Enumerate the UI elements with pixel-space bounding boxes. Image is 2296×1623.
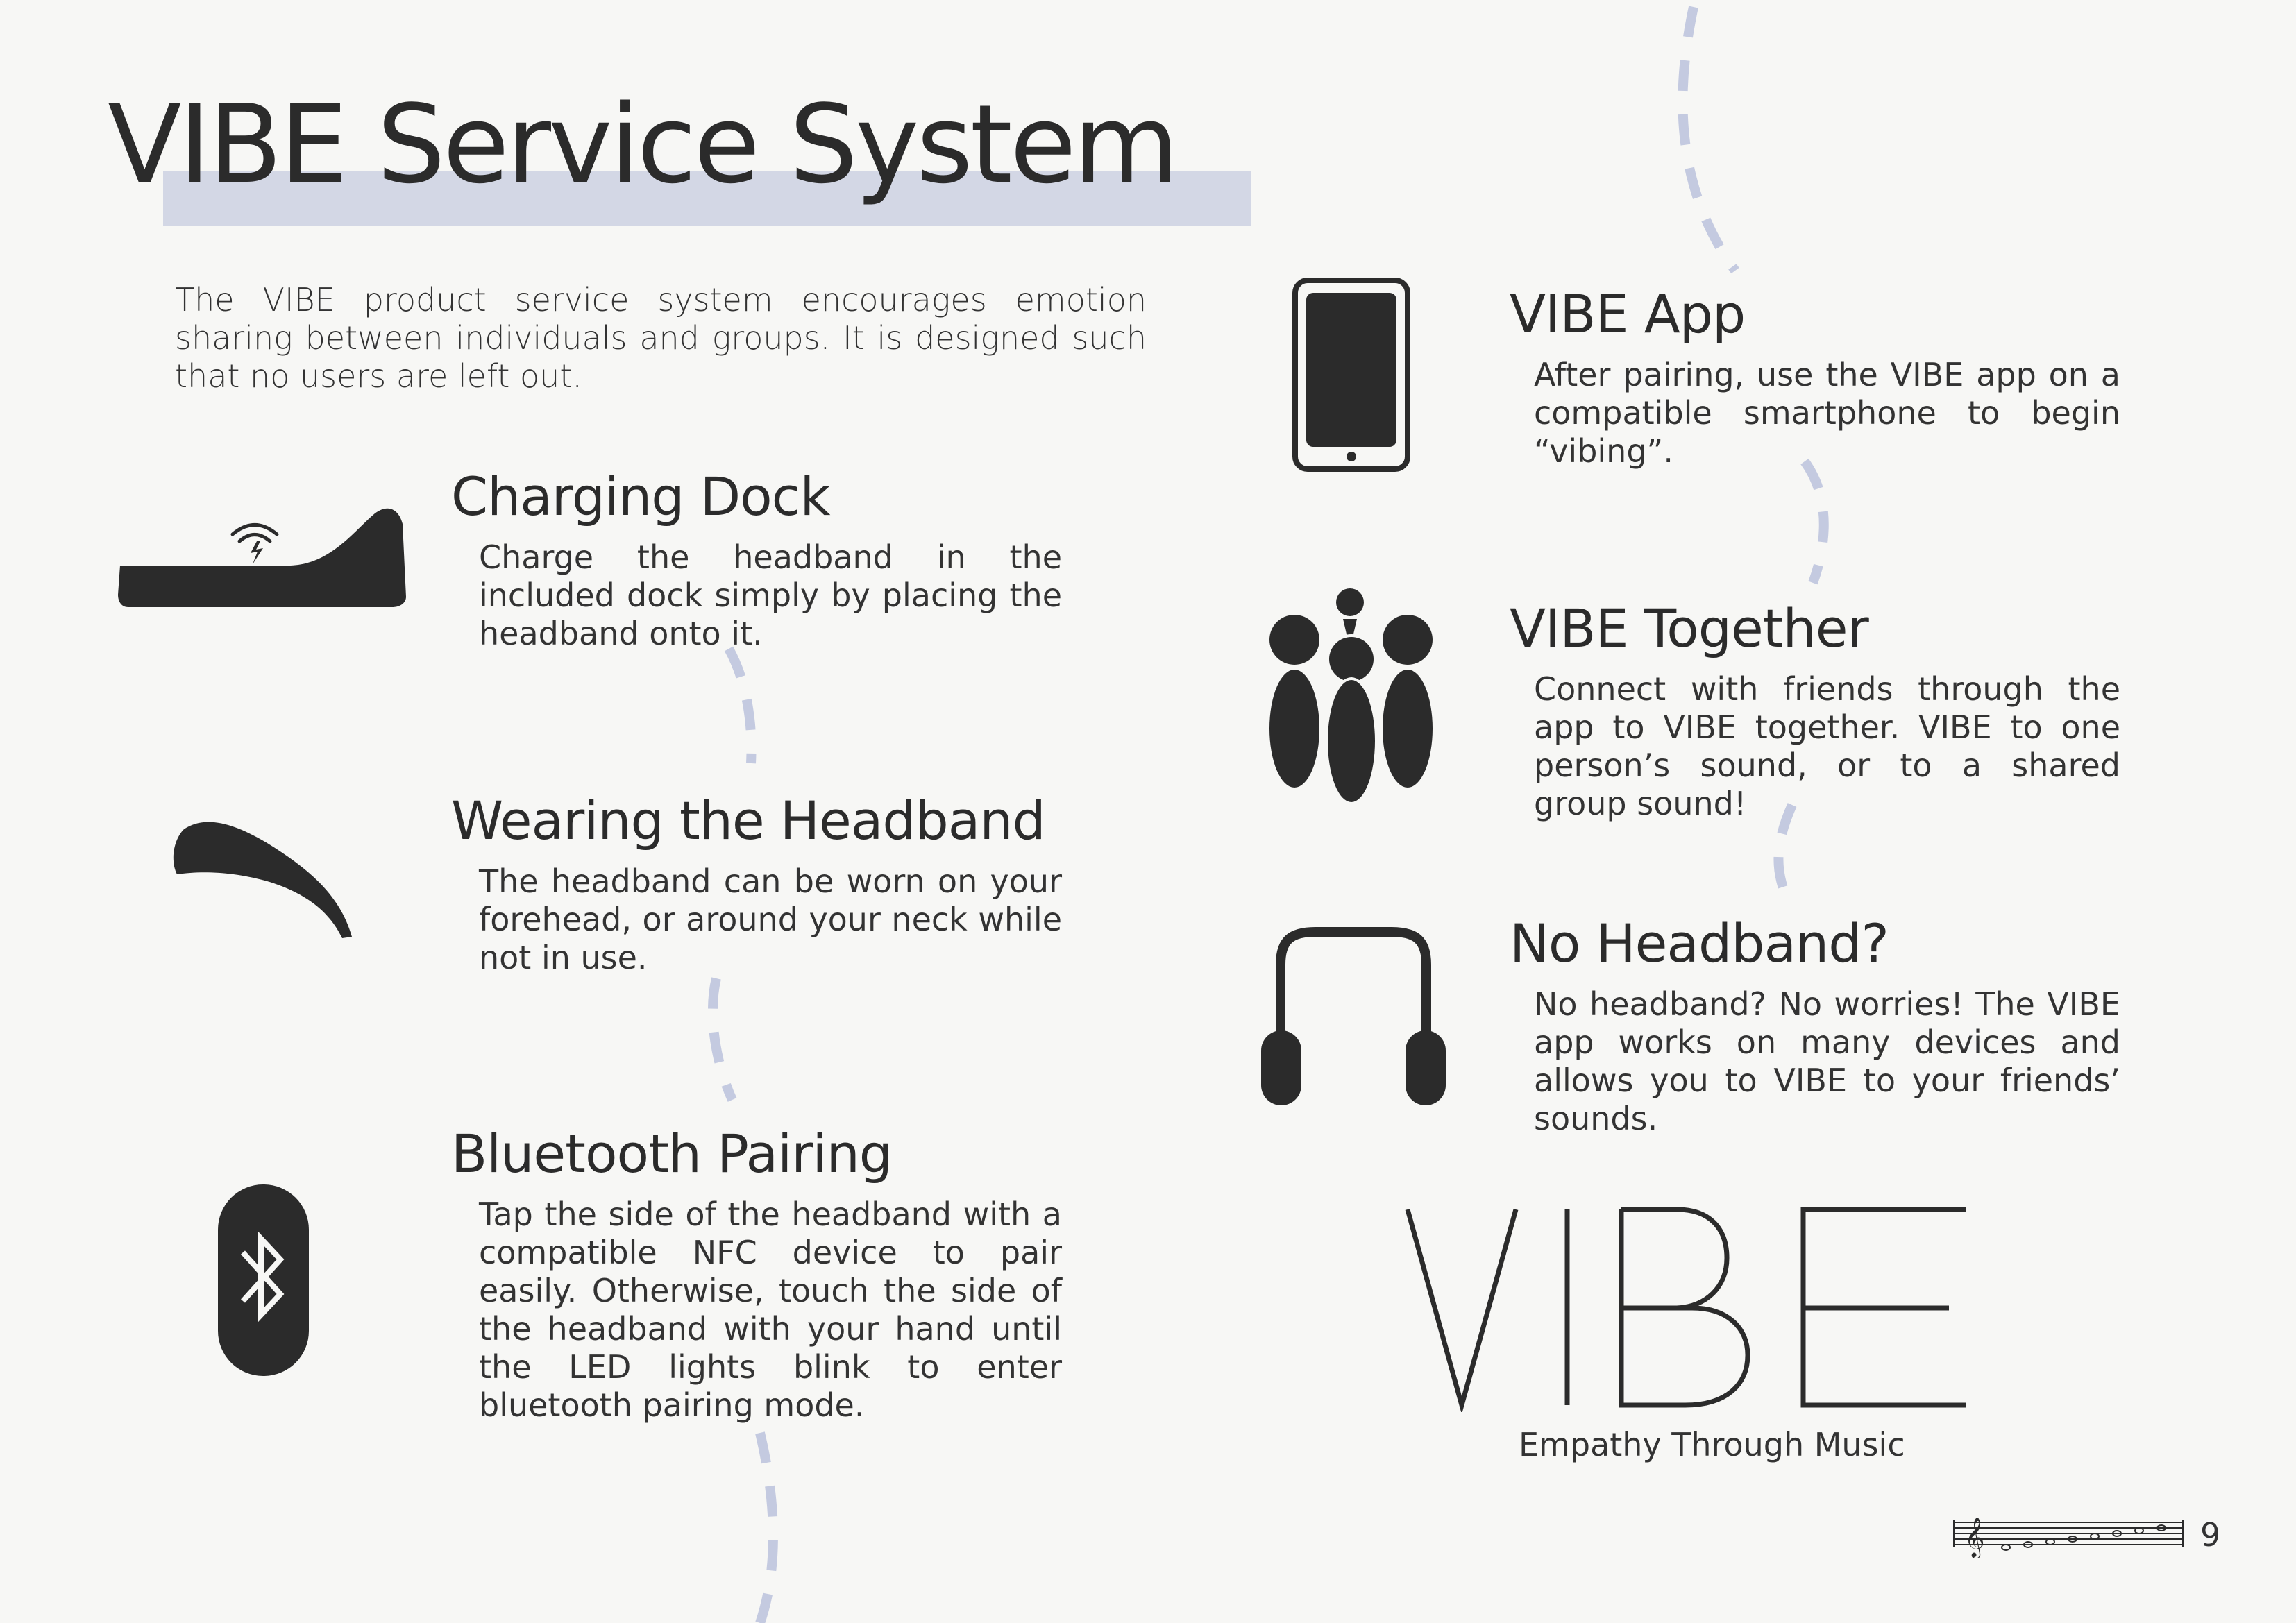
section-heading: VIBE App [1510, 283, 1746, 345]
svg-text:𝄞: 𝄞 [1964, 1517, 1985, 1558]
group-icon [1267, 583, 1433, 805]
section-text: The headband can be worn on your forehea… [479, 863, 1062, 976]
section-text: Charge the headband in the included dock… [479, 538, 1062, 652]
headband-icon [170, 812, 357, 944]
section-heading: No Headband? [1510, 912, 1889, 974]
page-title: VIBE Service System [108, 81, 1179, 207]
charging-dock-icon [115, 503, 413, 611]
section-heading: Charging Dock [451, 466, 830, 527]
section-charging-dock: Charging Dock Charge the headband in the… [451, 470, 1062, 653]
music-staff-icon: 𝄞 [1953, 1517, 2184, 1558]
section-text: No headband? No worries! The VIBE app wo… [1534, 985, 2120, 1137]
section-text: Tap the side of the headband with a comp… [479, 1196, 1062, 1424]
headphones-icon [1260, 926, 1447, 1107]
section-text: Connect with friends through the app to … [1534, 670, 2120, 822]
smartphone-icon [1292, 278, 1410, 472]
section-vibe-together: VIBE Together Connect with friends throu… [1510, 602, 2120, 823]
section-wearing-headband: Wearing the Headband The headband can be… [451, 794, 1062, 977]
vibe-logo [1405, 1207, 1966, 1412]
section-text: After pairing, use the VIBE app on a com… [1534, 356, 2120, 470]
section-no-headband: No Headband? No headband? No worries! Th… [1510, 917, 2120, 1138]
section-vibe-app: VIBE App After pairing, use the VIBE app… [1510, 288, 2120, 470]
bluetooth-icon [217, 1183, 310, 1377]
section-heading: Wearing the Headband [451, 790, 1046, 851]
logo-tagline: Empathy Through Music [1519, 1426, 1905, 1463]
section-bluetooth-pairing: Bluetooth Pairing Tap the side of the he… [451, 1128, 1062, 1425]
section-heading: Bluetooth Pairing [451, 1123, 893, 1184]
section-heading: VIBE Together [1510, 597, 1869, 659]
title-highlight-bar [163, 171, 1251, 226]
page-number: 9 [2200, 1516, 2221, 1554]
intro-paragraph: The VIBE product service system encourag… [175, 281, 1147, 395]
